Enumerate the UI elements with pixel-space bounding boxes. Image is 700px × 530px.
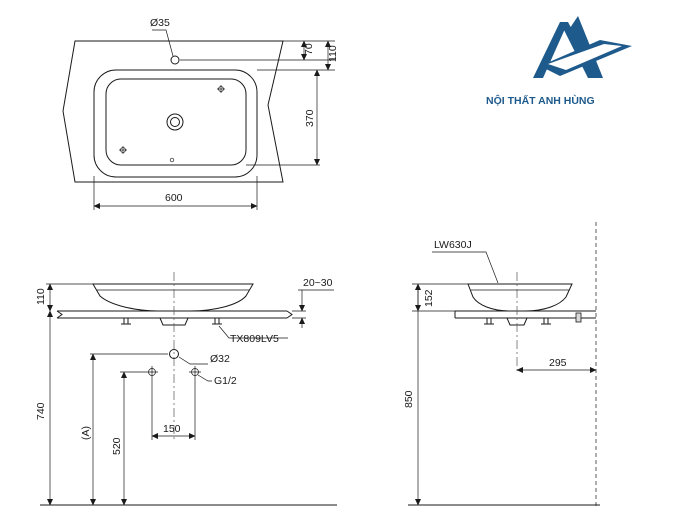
- side-counter-slab: [454, 310, 596, 319]
- counter-outline: [62, 40, 284, 183]
- hole-diameter-label: Ø35: [150, 17, 170, 29]
- dim-110-label: 110: [327, 45, 339, 62]
- drain-outer: [166, 113, 184, 131]
- dim-600-label: 600: [165, 192, 183, 204]
- hole-leader: [152, 29, 174, 57]
- drain-diameter-label: Ø32: [210, 353, 230, 365]
- fixing-mark-bottom: [119, 146, 127, 154]
- top-view: Ø35 70 110 370 600: [62, 17, 339, 210]
- dim-150-label: 150: [163, 423, 181, 435]
- supply-thread-label: G1/2: [214, 375, 237, 387]
- dim-370-label: 370: [304, 109, 316, 127]
- counter-slab: [56, 310, 293, 319]
- drain-pipe-circle: [169, 349, 179, 359]
- side-dim-152-label: 152: [423, 289, 435, 307]
- fixing-mark-top: [217, 85, 225, 93]
- brand-name: NỘI THẤT ANH HÙNG: [486, 94, 595, 107]
- dim-520-label: 520: [111, 437, 123, 455]
- front-view: 110 20~30 TX809LV5 Ø32 G1/2 150 740 (A: [35, 272, 337, 506]
- front-dim-110-label: 110: [35, 288, 47, 305]
- dim-20-30-label: 20~30: [303, 277, 333, 289]
- side-dim-850-label: 850: [403, 390, 415, 408]
- supply-right: [189, 366, 201, 378]
- dim-740-label: 740: [35, 402, 47, 420]
- model-label-lw630j: LW630J: [434, 239, 472, 251]
- dim-A-label: (A): [80, 426, 92, 440]
- basin-inner-bowl: [105, 78, 247, 166]
- dim-70-label: 70: [303, 43, 315, 55]
- faucet-hole: [170, 55, 180, 65]
- drain-inner: [170, 117, 180, 127]
- logo-mark-icon: [533, 16, 632, 78]
- fixing-left: [121, 318, 131, 325]
- overflow-mark: [169, 157, 175, 163]
- side-view: LW630J 152 850 295: [403, 222, 600, 508]
- part-label-tx809lv5: TX809LV5: [230, 333, 279, 345]
- basin-outer-rim: [93, 69, 258, 178]
- fixing-right: [212, 318, 222, 325]
- supply-left: [146, 366, 158, 378]
- brand-logo: NỘI THẤT ANH HÙNG: [486, 16, 632, 107]
- basin-body: [92, 283, 254, 312]
- side-basin-body: [467, 283, 573, 312]
- side-dim-295-label: 295: [549, 357, 567, 369]
